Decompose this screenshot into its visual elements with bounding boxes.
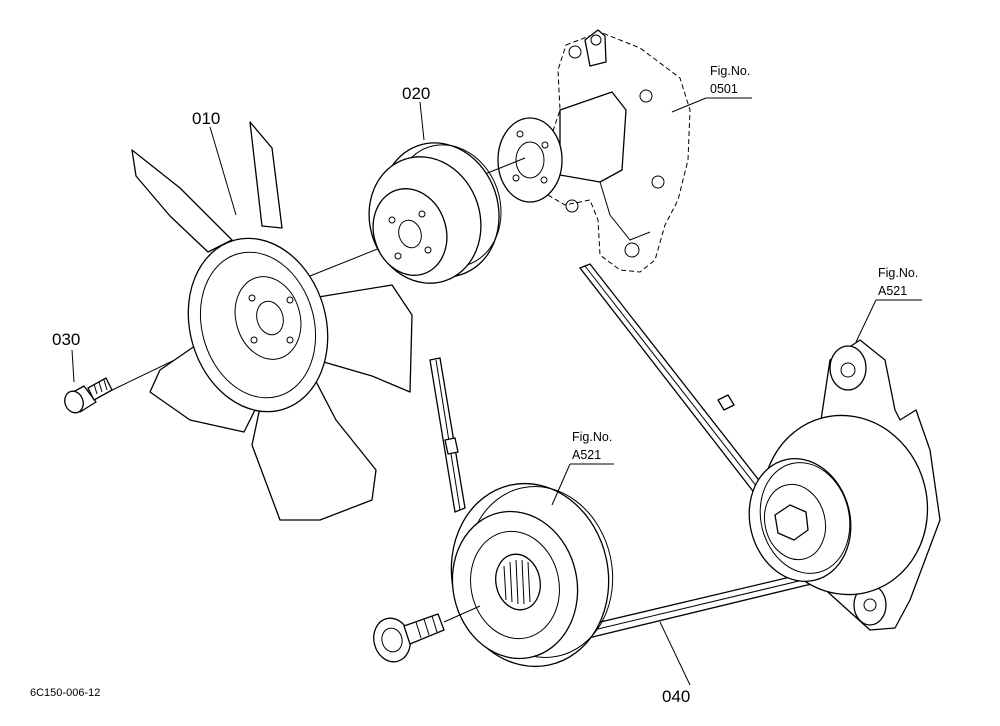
fig-ref-alt-label: Fig.No. [878,266,918,280]
crank-pulley [450,482,614,668]
part-number-040: 040 [662,687,690,706]
pulley-020 [368,142,502,284]
leader-lines [71,97,922,686]
belt-040 [429,263,830,641]
fig-ref-pump-number: 0501 [710,82,738,96]
fig-ref-pump-label: Fig.No. [710,64,750,78]
bolt-030 [64,377,113,414]
fig-ref-crank-label: Fig.No. [572,430,612,444]
part-number-030: 030 [52,330,80,349]
crank-bolt [373,605,481,663]
fig-ref-alt-number: A521 [878,284,907,298]
diagram-code: 6C150-006-12 [30,687,100,699]
part-number-020: 020 [402,84,430,103]
water-pump [497,29,691,273]
part-number-010: 010 [192,109,220,128]
fig-ref-crank-number: A521 [572,448,601,462]
fan-010 [131,121,413,521]
alternator [748,339,941,631]
